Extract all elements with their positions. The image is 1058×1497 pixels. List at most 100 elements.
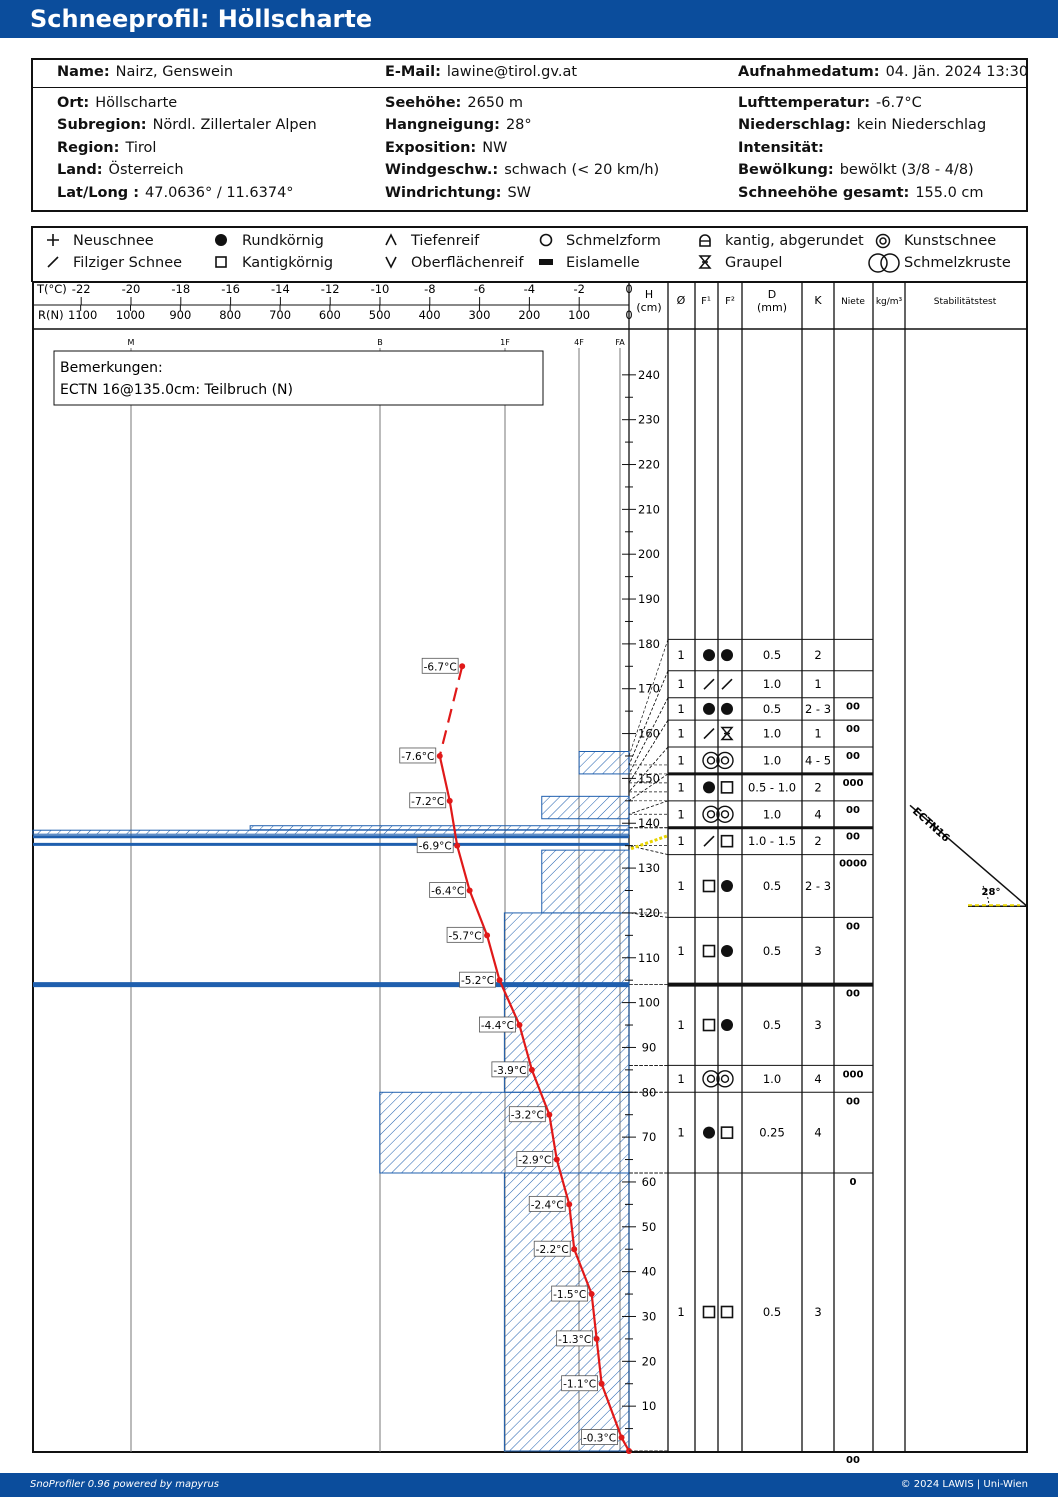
layer-grain-size: 0.25 [759, 1126, 785, 1140]
legend-label: Schmelzform [566, 233, 661, 249]
meta-ort: Ort:Höllscharte [57, 95, 178, 111]
legend-label: Kantigkörnig [242, 255, 334, 271]
layer-niete: 00 [846, 805, 860, 816]
graupel-icon [695, 255, 715, 273]
temperature-point [593, 1335, 600, 1342]
kunstschnee-icon [873, 233, 893, 253]
height-tick-label: 150 [638, 771, 660, 785]
layer-hardness: 2 [814, 780, 821, 794]
rundkoernig-icon [703, 781, 715, 794]
temperature-label: -0.3°C [583, 1433, 616, 1445]
temperature-label: -6.9°C [419, 841, 452, 853]
rundkoernig-icon [721, 1019, 733, 1032]
temperature-segment [468, 890, 489, 936]
temperature-segment [456, 845, 471, 891]
kantig-abgerundet-icon [695, 233, 715, 251]
temperature-label: -5.7°C [449, 930, 482, 942]
meta-schneehoehe: Schneehöhe gesamt:155.0 cm [738, 185, 984, 201]
temperature-label: -2.4°C [531, 1199, 564, 1211]
height-tick-label: 190 [638, 592, 660, 606]
column-header: Ø [677, 294, 686, 307]
schmelzkruste-icon [702, 751, 734, 770]
temperature-segment [600, 1383, 623, 1438]
kantigkoernig-icon [720, 1126, 734, 1139]
layer-grain-size: 1.0 [763, 727, 781, 741]
temperature-label: -3.9°C [493, 1065, 526, 1077]
meta-name: Name:Nairz, Genswein [57, 64, 234, 80]
meta-subregion: Subregion:Nördl. Zillertaler Alpen [57, 117, 317, 133]
temp-tick-label: -10 [371, 282, 390, 296]
layer-grain-size: 1.0 [763, 1072, 781, 1086]
height-tick-label: 50 [642, 1220, 657, 1234]
height-tick-label: 20 [642, 1354, 657, 1368]
resistance-tick-label: 800 [219, 308, 241, 322]
temperature-label-box [446, 926, 484, 943]
schmelzkruste-ring [716, 751, 734, 770]
rundkoernig-icon [703, 649, 715, 662]
hardness-bar [541, 849, 630, 914]
layer-feuchte: 1 [677, 727, 684, 741]
meta-exposition: Exposition:NW [385, 140, 508, 156]
layer-grain-size: 1.0 [763, 677, 781, 691]
layer-hardness: 4 - 5 [805, 753, 831, 767]
schmelzkruste-icon [702, 805, 734, 823]
legend-label: Schmelzkruste [904, 255, 1011, 271]
temperature-point [516, 1022, 523, 1029]
page-title: Schneeprofil: Höllscharte [0, 0, 1058, 38]
legend-label: Tiefenreif [411, 233, 480, 249]
temperature-segment [555, 1159, 571, 1205]
neuschnee-icon [43, 233, 63, 251]
temperature-label-box [429, 882, 467, 898]
temperature-segment [548, 1114, 558, 1160]
hardness-bar [541, 795, 630, 820]
rundkoernig-icon [721, 702, 733, 715]
kantigkoernig-icon [720, 834, 734, 848]
eislamelle-icon [536, 255, 556, 273]
column-header: D [768, 288, 776, 301]
schmelzkruste-core [720, 1074, 730, 1084]
layer-connector [628, 719, 669, 784]
resistance-tick-label: 400 [419, 308, 441, 322]
temperature-segment [498, 979, 521, 1026]
temperature-point [566, 1201, 573, 1208]
layer-niete: 00 [846, 832, 860, 843]
filziger-schnee-icon [703, 678, 715, 690]
temperature-segment [448, 800, 459, 846]
filziger-schnee-icon [721, 678, 733, 690]
layer-niete: 00 [846, 1455, 860, 1466]
meta-lufttemp: Lufttemperatur:-6.7°C [738, 95, 922, 111]
layer-feuchte: 1 [677, 780, 684, 794]
hardness-label: 4F [574, 338, 584, 347]
temperature-label-box [581, 1429, 618, 1445]
layer-hardness: 2 - 3 [805, 879, 831, 893]
height-tick-label: 230 [638, 413, 660, 427]
layer-niete: 000 [843, 1069, 864, 1080]
layer-niete: 00 [846, 1096, 860, 1107]
layer-niete: 00 [846, 702, 860, 713]
legend-label: Kunstschnee [904, 233, 997, 249]
temperature-label: -3.2°C [511, 1110, 544, 1122]
schmelzkruste-core [720, 810, 730, 819]
layer-hardness: 4 [814, 1072, 821, 1086]
temperature-label: -1.1°C [563, 1379, 596, 1391]
slope-angle-label: 28° [982, 887, 1001, 898]
layer-connector [628, 912, 669, 918]
layer-connector [628, 697, 669, 775]
height-tick-label: 170 [638, 682, 660, 696]
temperature-point [546, 1111, 553, 1118]
temperature-label-box [399, 747, 437, 764]
layer-grain-size: 1.0 [763, 753, 781, 767]
schmelzkruste-ring [702, 1070, 720, 1088]
temperature-label-box [491, 1061, 529, 1078]
temperature-label: -4.4°C [481, 1020, 514, 1032]
schmelzkruste-icon [867, 252, 901, 278]
temperature-point [446, 797, 453, 804]
resistance-tick-label: 500 [369, 308, 391, 322]
temperature-label-box [516, 1151, 554, 1167]
filziger-schnee-icon [703, 727, 715, 740]
layer-niete: 00 [846, 724, 860, 735]
height-tick-label: 130 [638, 861, 660, 875]
column-header: Stabilitätstest [934, 297, 997, 307]
layer-hardness: 2 - 3 [805, 702, 831, 716]
